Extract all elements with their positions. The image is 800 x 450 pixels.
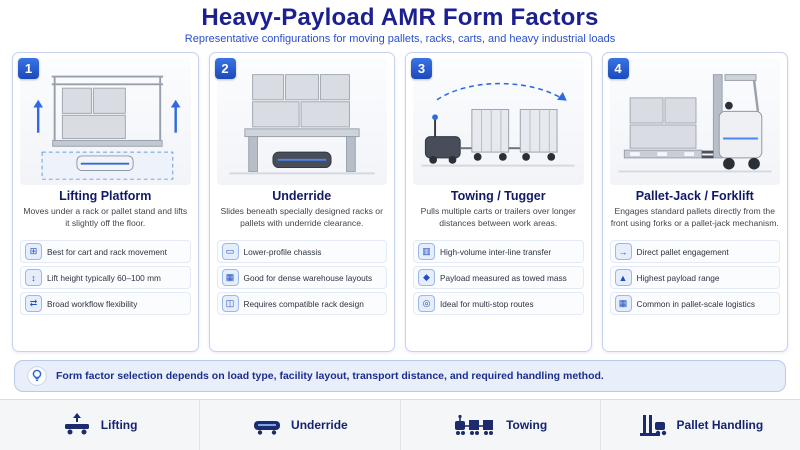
panel-description: Pulls multiple carts or trailers over lo… — [420, 206, 576, 228]
legend-label: Pallet Handling — [676, 418, 764, 433]
cart-rack-icon: ⊞ — [25, 243, 42, 261]
feature-row: ▥ High-volume inter-line transfer — [413, 240, 584, 264]
feature-text: Payload measured as towed mass — [440, 272, 567, 283]
rack-design-icon: ◫ — [221, 295, 239, 313]
volume-chart-icon: ▥ — [418, 243, 435, 261]
panel-number-badge: 4 — [607, 58, 629, 80]
towed-mass-icon: ◆ — [418, 269, 435, 287]
feature-row: ◎ Ideal for multi-stop routes — [413, 292, 584, 316]
grid-layout-icon: ▦ — [221, 269, 239, 287]
multi-stop-route-icon: ◎ — [418, 295, 435, 313]
panel-description: Moves under a rack or pallet stand and l… — [23, 206, 188, 228]
pallet-engage-icon: → — [614, 243, 632, 261]
feature-row: ▲ Highest payload range — [609, 266, 780, 290]
feature-text: Requires compatible rack design — [243, 298, 364, 309]
legend-item-towing: Towing — [399, 400, 600, 450]
lifting-platform-drawing — [33, 75, 181, 181]
feature-list: ▥ High-volume inter-line transfer ◆ Payl… — [413, 240, 584, 316]
towing-illustration — [413, 59, 584, 186]
lifting-platform-illustration — [20, 59, 191, 186]
legend-label: Towing — [506, 418, 548, 433]
feature-text: Best for cart and rack movement — [47, 246, 167, 257]
underride-illustration — [216, 59, 387, 186]
legend-item-underride: Underride — [199, 400, 399, 450]
legend-item-pallet-handling: Pallet Handling — [599, 400, 800, 450]
selection-note-banner: Form factor selection depends on load ty… — [14, 360, 786, 393]
feature-text: Highest payload range — [636, 272, 720, 283]
page-title: Heavy-Payload AMR Form Factors — [201, 4, 599, 31]
feature-text: Lift height typically 60–100 mm — [47, 272, 161, 283]
forklift-illustration — [609, 59, 780, 186]
feature-text: High-volume inter-line transfer — [440, 246, 552, 257]
selection-note-text: Form factor selection depends on load ty… — [56, 370, 604, 383]
panel-number-badge: 2 — [214, 58, 236, 80]
feature-row: ⇄ Broad workflow flexibility — [20, 292, 191, 316]
feature-text: Direct pallet engagement — [636, 246, 729, 257]
feature-row: ↕ Lift height typically 60–100 mm — [20, 266, 191, 290]
panel-pallet-jack-forklift: 4 — [601, 52, 788, 353]
low-chassis-icon: ▭ — [221, 243, 239, 261]
workflow-icon: ⇄ — [25, 295, 42, 313]
panel-number-badge: 3 — [411, 58, 432, 80]
feature-text: Good for dense warehouse layouts — [243, 272, 373, 283]
legend-footer: Lifting Underride — [0, 399, 800, 450]
feature-list: → Direct pallet engagement ▲ Highest pay… — [609, 240, 780, 316]
underride-drawing — [229, 74, 375, 175]
feature-row: ◫ Requires compatible rack design — [216, 292, 387, 316]
feature-row: → Direct pallet engagement — [609, 240, 780, 264]
panel-lifting-platform: 1 — [12, 52, 199, 353]
towing-icon — [455, 415, 494, 436]
lift-height-icon: ↕ — [25, 269, 42, 287]
payload-range-icon: ▲ — [614, 269, 632, 287]
feature-row: ⊞ Best for cart and rack movement — [20, 240, 191, 264]
panel-title: Lifting Platform — [59, 189, 152, 204]
lightbulb-icon — [27, 366, 47, 387]
pallet-handling-icon — [639, 415, 666, 437]
legend-item-lifting: Lifting — [0, 400, 199, 450]
feature-row: ◆ Payload measured as towed mass — [413, 266, 584, 290]
feature-text: Lower-profile chassis — [243, 246, 322, 257]
feature-list: ▭ Lower-profile chassis ▦ Good for dense… — [216, 240, 387, 316]
towing-drawing — [421, 83, 575, 167]
panel-title: Towing / Tugger — [450, 189, 546, 204]
underride-icon — [254, 421, 281, 435]
feature-text: Ideal for multi-stop routes — [440, 298, 534, 309]
panel-underride: 2 Underride Slides beneath speciall — [208, 52, 395, 353]
feature-row: ▭ Lower-profile chassis — [216, 240, 387, 264]
legend-label: Underride — [291, 418, 348, 433]
feature-text: Broad workflow flexibility — [47, 298, 138, 309]
forklift-drawing — [618, 74, 772, 173]
panel-towing-tugger: 3 — [405, 52, 592, 353]
feature-text: Common in pallet-scale logistics — [636, 298, 756, 309]
page-subtitle: Representative configurations for moving… — [184, 33, 616, 46]
panel-description: Engages standard pallets directly from t… — [610, 206, 779, 228]
panel-title: Pallet-Jack / Forklift — [635, 189, 754, 204]
feature-row: ▦ Good for dense warehouse layouts — [216, 266, 387, 290]
legend-label: Lifting — [100, 418, 138, 433]
panel-number-badge: 1 — [18, 58, 39, 80]
panel-title: Underride — [272, 189, 332, 204]
header: Heavy-Payload AMR Form Factors Represent… — [0, 0, 800, 45]
lifting-icon — [64, 413, 89, 435]
form-factor-panels: 1 — [0, 45, 800, 356]
panel-description: Slides beneath specially designed racks … — [220, 206, 383, 228]
feature-row: ▦ Common in pallet-scale logistics — [609, 292, 780, 316]
feature-list: ⊞ Best for cart and rack movement ↕ Lift… — [20, 240, 191, 316]
logistics-boxes-icon: ▦ — [614, 295, 632, 313]
